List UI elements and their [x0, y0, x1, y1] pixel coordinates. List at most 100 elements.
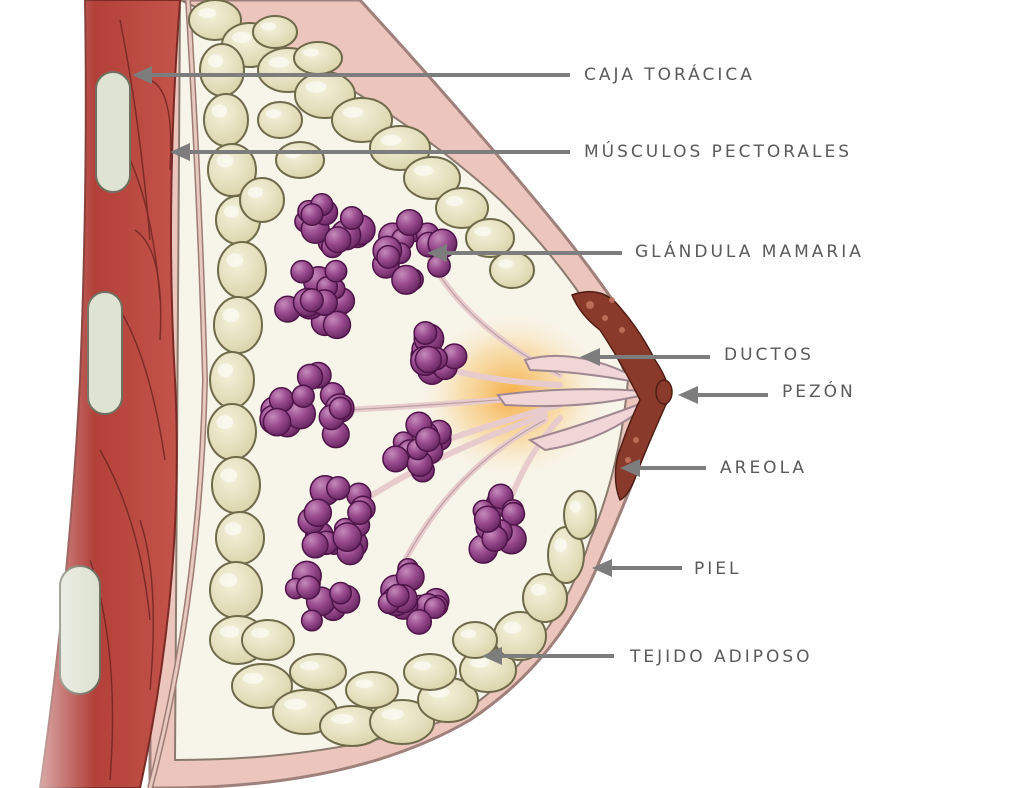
fat-highlight: [445, 196, 464, 206]
gland-lobule: [299, 288, 324, 313]
gland-lobule: [262, 407, 292, 437]
fat-highlight: [342, 106, 364, 118]
gland-lobule: [395, 208, 424, 237]
fat-highlight: [220, 468, 238, 483]
fat-lobule: [403, 653, 457, 691]
fat-lobule: [275, 141, 325, 179]
fat-highlight: [469, 656, 490, 668]
gland-lobule: [300, 609, 323, 632]
gland-lobule: [322, 310, 352, 340]
gland-lobule: [291, 384, 315, 408]
gland-lobule: [328, 396, 352, 420]
fat-lobule: [563, 490, 597, 540]
fat-lobule: [293, 41, 343, 75]
gland-lobule: [290, 259, 314, 284]
fat-highlight: [460, 629, 477, 639]
fat-lobule: [252, 15, 298, 49]
fat-highlight: [198, 8, 217, 18]
fat-lobule: [257, 101, 303, 139]
fat-highlight: [302, 48, 320, 57]
gland-lobule: [326, 476, 351, 501]
fat-highlight: [299, 661, 320, 671]
fat-highlight: [260, 22, 277, 31]
gland-lobule: [324, 259, 348, 283]
gland-lobule: [301, 531, 329, 559]
fat-highlight: [247, 186, 264, 198]
areola: [571, 290, 670, 502]
fat-highlight: [217, 363, 234, 378]
label-caja-toracica: CAJA TORÁCICA: [584, 65, 755, 85]
fat-highlight: [355, 679, 374, 689]
fat-lobule: [203, 93, 249, 147]
gland-lobule: [329, 581, 353, 605]
fat-highlight: [380, 134, 402, 146]
fat-highlight: [207, 54, 224, 68]
gland-lobule: [382, 445, 410, 473]
gland-lobule: [414, 345, 443, 374]
fat-lobule: [209, 561, 263, 619]
gland-lobule: [415, 426, 441, 453]
gland-lobule: [339, 206, 364, 230]
gland-lobule: [303, 498, 333, 528]
fat-lobule: [345, 671, 399, 709]
fat-lobule: [207, 403, 257, 461]
fat-highlight: [211, 104, 228, 118]
fat-lobule: [211, 456, 261, 514]
gland-lobule: [406, 608, 433, 635]
mammary-gland: [259, 193, 527, 635]
label-musculos-pectorales: MÚSCULOS PECTORALES: [584, 142, 853, 162]
gland-lobule: [385, 583, 410, 608]
fat-highlight: [219, 573, 238, 588]
fat-highlight: [284, 698, 307, 710]
label-tejido-adiposo: TEJIDO ADIPOSO: [630, 647, 813, 667]
fat-highlight: [216, 154, 234, 168]
adipose-tissue: [188, 0, 597, 747]
fat-highlight: [222, 308, 240, 323]
muscle-fibers: [89, 19, 172, 781]
areola-texture: [586, 297, 639, 463]
leader-lines: [132, 66, 768, 665]
fat-lobule: [209, 351, 255, 409]
fat-highlight: [497, 259, 514, 269]
fat-lobule: [215, 511, 265, 565]
gland-lobule: [391, 264, 422, 295]
label-areola: AREOLA: [720, 458, 808, 478]
label-ductos: DUCTOS: [724, 345, 814, 365]
fat-highlight: [305, 81, 327, 93]
nipple: [655, 379, 673, 405]
gland-lobule: [324, 226, 352, 254]
gland-lobule: [268, 387, 295, 413]
fat-highlight: [219, 625, 240, 638]
fat-highlight: [224, 522, 242, 536]
fat-highlight: [413, 661, 432, 671]
fat-highlight: [381, 708, 404, 720]
gland-lobule: [332, 522, 363, 552]
fat-highlight: [251, 628, 270, 638]
fat-highlight: [223, 205, 240, 218]
gland-lobule: [413, 320, 438, 346]
label-pezon: PEZÓN: [782, 382, 856, 402]
fat-lobule: [199, 43, 245, 97]
fat-highlight: [231, 31, 252, 43]
gland-lobule: [423, 596, 447, 620]
fat-lobule: [241, 619, 295, 661]
fat-lobule: [489, 251, 535, 289]
label-glandula-mamaria: GLÁNDULA MAMARIA: [635, 242, 864, 262]
gland-lobule: [376, 244, 401, 269]
fat-highlight: [530, 583, 547, 596]
fat-highlight: [242, 672, 264, 684]
fat-highlight: [474, 226, 492, 237]
fat-lobule: [289, 653, 347, 691]
fat-highlight: [554, 538, 567, 553]
rib: [95, 71, 131, 193]
fat-highlight: [331, 714, 354, 724]
fat-highlight: [268, 56, 290, 68]
fat-highlight: [503, 621, 522, 634]
gland-lobule: [300, 202, 324, 227]
fat-highlight: [265, 109, 282, 119]
fat-lobule: [239, 177, 285, 223]
fat-lobule: [213, 296, 263, 354]
gland-lobule: [473, 505, 502, 533]
gland-lobule: [347, 500, 373, 526]
gland-lobule: [296, 575, 321, 600]
